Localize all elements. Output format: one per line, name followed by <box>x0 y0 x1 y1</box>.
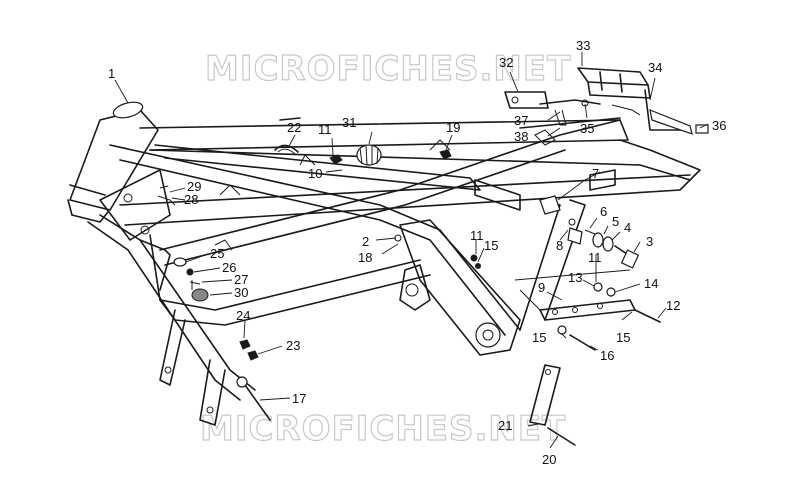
callout-4: 4 <box>624 220 631 235</box>
callout-26: 26 <box>222 260 236 275</box>
callout-36: 36 <box>712 118 726 133</box>
callout-14: 14 <box>644 276 658 291</box>
callout-1: 1 <box>108 66 115 81</box>
callout-labels: 1 2 3 4 5 6 7 8 9 10 11 11 11 12 13 14 1… <box>108 38 726 467</box>
callout-37: 37 <box>514 113 528 128</box>
watermark-bottom: MICROFICHES.NET <box>200 409 566 449</box>
part-31-grommet <box>356 144 382 166</box>
callout-6: 6 <box>600 204 607 219</box>
callout-11-top: 11 <box>318 122 332 137</box>
callout-10: 10 <box>308 166 322 181</box>
part-21-bracket <box>529 364 561 426</box>
callout-7: 7 <box>592 166 599 181</box>
callout-19: 19 <box>446 120 460 135</box>
callout-20: 20 <box>542 452 556 467</box>
callout-23: 23 <box>286 338 300 353</box>
callout-35: 35 <box>580 121 594 136</box>
callout-17: 17 <box>292 391 306 406</box>
callout-15-left: 15 <box>532 330 546 345</box>
callout-15-right: 15 <box>616 330 630 345</box>
part-30-rubber <box>191 288 209 302</box>
callout-25: 25 <box>210 246 224 261</box>
watermark-top: MICROFICHES.NET <box>205 49 571 89</box>
callout-16: 16 <box>600 348 614 363</box>
callout-2: 2 <box>362 234 369 249</box>
callout-32: 32 <box>499 55 513 70</box>
callout-34: 34 <box>648 60 662 75</box>
callout-21: 21 <box>498 418 512 433</box>
callout-3: 3 <box>646 234 653 249</box>
main-frame <box>67 101 701 426</box>
callout-9: 9 <box>538 280 545 295</box>
callout-24: 24 <box>236 308 250 323</box>
callout-27: 27 <box>234 272 248 287</box>
callout-11-center: 11 <box>470 228 484 243</box>
callout-15-center: 15 <box>484 238 498 253</box>
part-22-clamp <box>274 144 299 153</box>
callout-28: 28 <box>184 192 198 207</box>
leader-lines <box>114 52 709 449</box>
callout-31: 31 <box>342 115 356 130</box>
callout-12: 12 <box>666 298 680 313</box>
callout-22: 22 <box>287 120 301 135</box>
callout-18: 18 <box>358 250 372 265</box>
callout-30: 30 <box>234 285 248 300</box>
rear-bracket-assembly <box>504 67 709 135</box>
callout-29: 29 <box>187 179 201 194</box>
callout-5: 5 <box>612 214 619 229</box>
callout-11-right: 11 <box>588 250 602 265</box>
callout-13: 13 <box>568 270 582 285</box>
callout-33: 33 <box>576 38 590 53</box>
small-parts <box>157 144 661 446</box>
callout-8: 8 <box>556 238 563 253</box>
callout-38: 38 <box>514 129 528 144</box>
